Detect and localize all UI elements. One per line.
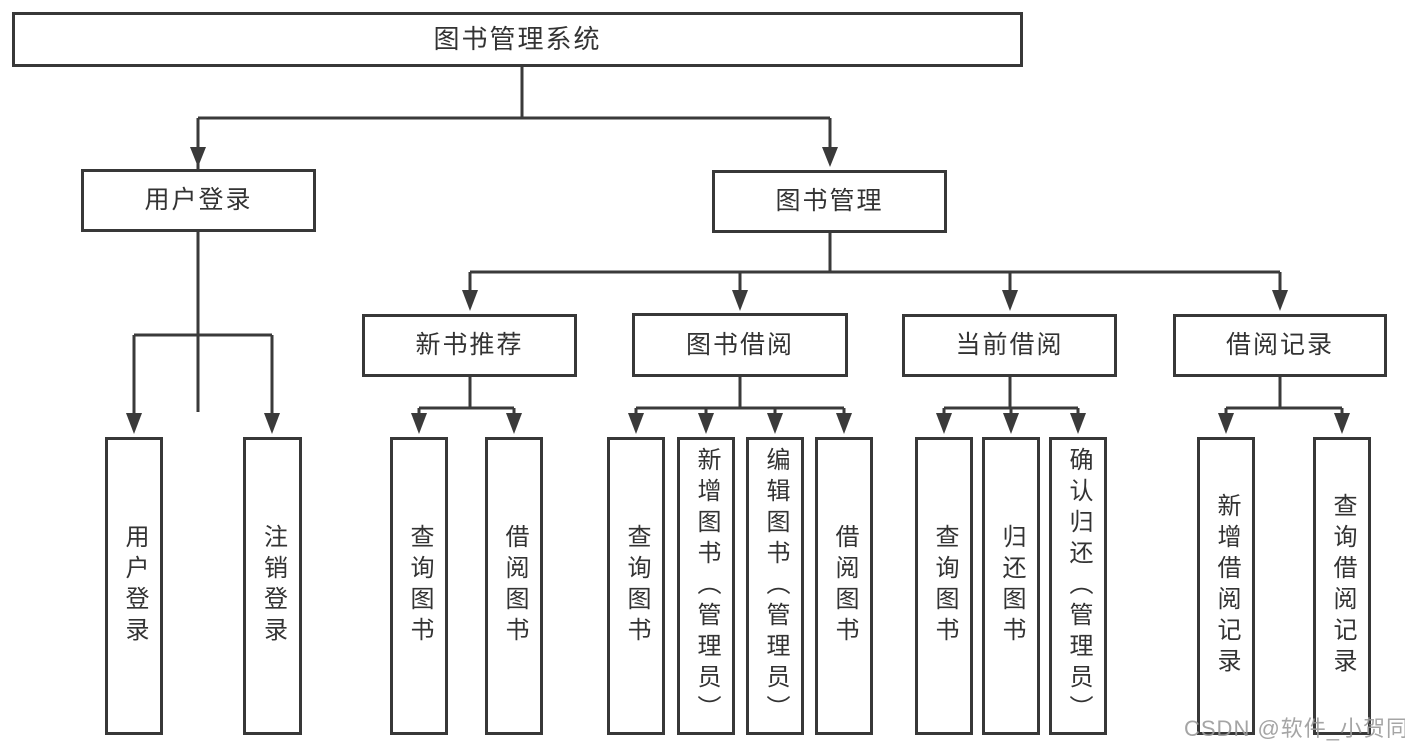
node-book-borrow: 图书借阅 [632, 313, 848, 377]
leaf-add-borrow-record: 新增借阅记录 [1197, 437, 1255, 735]
leaf-add-books-admin-label: 新增图书（管理员） [693, 446, 720, 726]
node-current-borrow-label: 当前借阅 [955, 331, 1064, 360]
node-book-management-label: 图书管理 [775, 187, 884, 216]
leaf-query-books-borrow: 查询图书 [607, 437, 665, 735]
connector-root-to-level2 [190, 67, 838, 412]
leaf-user-login-label: 用户登录 [121, 524, 148, 648]
leaf-borrow-books-recommend-label: 借阅图书 [501, 524, 528, 648]
node-new-book-recommend: 新书推荐 [362, 314, 577, 377]
leaf-query-books-current: 查询图书 [915, 437, 973, 735]
leaf-query-books-recommend: 查询图书 [390, 437, 448, 735]
node-current-borrow: 当前借阅 [902, 314, 1117, 377]
leaf-query-borrow-record-label: 查询借阅记录 [1329, 493, 1356, 679]
leaf-borrow-books: 借阅图书 [815, 437, 873, 735]
node-user-login: 用户登录 [81, 169, 316, 232]
leaf-edit-books-admin-label: 编辑图书（管理员） [762, 446, 789, 726]
leaf-confirm-return-admin: 确认归还（管理员） [1049, 437, 1107, 735]
node-borrow-records: 借阅记录 [1173, 314, 1387, 377]
leaf-query-books-recommend-label: 查询图书 [406, 524, 433, 648]
leaf-add-books-admin: 新增图书（管理员） [677, 437, 735, 735]
leaf-query-books-current-label: 查询图书 [931, 524, 958, 648]
node-user-login-label: 用户登录 [144, 186, 253, 215]
connector-book-borrow-to-children [628, 377, 852, 434]
leaf-return-books: 归还图书 [982, 437, 1040, 735]
node-library-system: 图书管理系统 [12, 12, 1023, 67]
node-library-system-label: 图书管理系统 [433, 23, 602, 54]
connector-new-book-to-children [411, 377, 522, 434]
leaf-logout-label: 注销登录 [259, 524, 287, 648]
node-book-borrow-label: 图书借阅 [685, 330, 794, 359]
leaf-borrow-books-recommend: 借阅图书 [485, 437, 543, 735]
node-book-management: 图书管理 [712, 170, 947, 233]
leaf-query-books-borrow-label: 查询图书 [623, 524, 650, 648]
leaf-confirm-return-admin-label: 确认归还（管理员） [1065, 446, 1092, 726]
leaf-edit-books-admin: 编辑图书（管理员） [746, 437, 804, 735]
connector-book-mgmt-to-level3 [462, 233, 1288, 311]
connector-user-login-to-children [126, 232, 280, 434]
leaf-logout: 注销登录 [243, 437, 302, 735]
leaf-add-borrow-record-label: 新增借阅记录 [1213, 493, 1240, 679]
connector-current-borrow-to-children [936, 377, 1086, 434]
leaf-user-login: 用户登录 [105, 437, 163, 735]
leaf-query-borrow-record: 查询借阅记录 [1313, 437, 1371, 735]
csdn-watermark: CSDN @软件_小贺同学 [1184, 716, 1405, 741]
leaf-borrow-books-label: 借阅图书 [831, 524, 858, 648]
node-new-book-recommend-label: 新书推荐 [415, 331, 524, 360]
leaf-return-books-label: 归还图书 [998, 524, 1025, 648]
node-borrow-records-label: 借阅记录 [1225, 331, 1334, 360]
connector-borrow-records-to-children [1218, 377, 1350, 434]
